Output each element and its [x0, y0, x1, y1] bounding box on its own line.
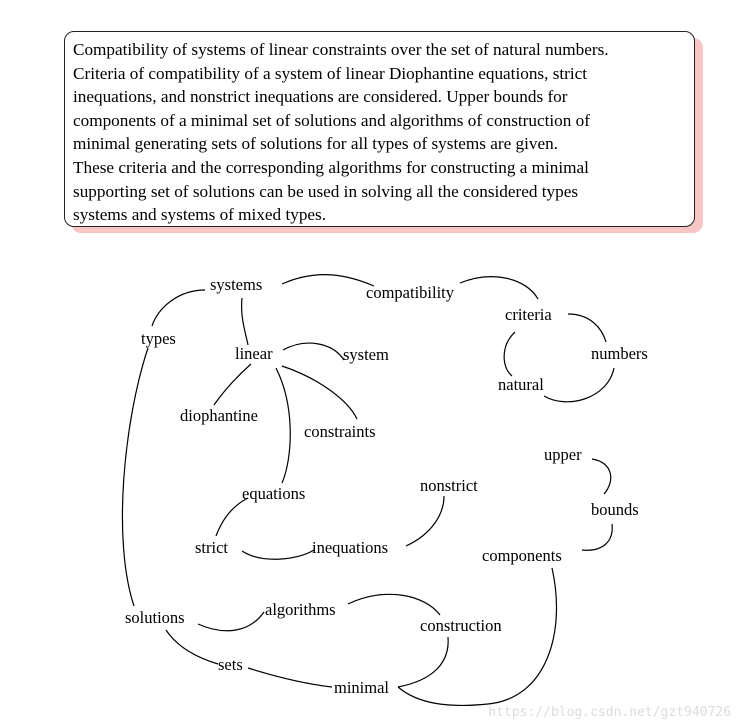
abstract-line: These criteria and the corresponding alg…: [73, 157, 589, 177]
node-systems: systems: [210, 275, 262, 294]
node-equations: equations: [242, 484, 305, 503]
node-solutions: solutions: [125, 608, 185, 627]
edges: [121, 274, 615, 706]
edge-natural-numbers: [543, 367, 615, 403]
node-types: types: [141, 329, 176, 348]
edge-criteria-natural: [503, 331, 516, 377]
edge-linear-diophantine: [213, 363, 252, 406]
node-upper: upper: [544, 445, 582, 464]
edge-inequations-nonstrict: [405, 495, 445, 547]
edge-sets-minimal: [247, 667, 333, 688]
abstract-box: Compatibility of systems of linear const…: [64, 31, 695, 227]
abstract-line: minimal generating sets of solutions for…: [73, 134, 558, 154]
edge-strict-inequations: [241, 549, 315, 560]
node-numbers: numbers: [591, 344, 648, 363]
node-compatibility: compatibility: [366, 283, 455, 302]
node-components: components: [482, 546, 562, 565]
edge-criteria-numbers: [567, 313, 607, 343]
edge-upper-bounds: [591, 458, 612, 495]
node-strict: strict: [195, 538, 228, 557]
abstract-line: components of a minimal set of solutions…: [73, 110, 590, 130]
edge-components-minimal: [397, 567, 558, 706]
node-inequations: inequations: [312, 538, 388, 557]
edge-equations-strict: [215, 497, 249, 537]
node-natural: natural: [498, 375, 544, 394]
edge-systems-linear: [241, 297, 249, 346]
node-algorithms: algorithms: [265, 600, 336, 619]
edge-systems-compatibility: [281, 274, 375, 287]
node-criteria: criteria: [505, 305, 552, 324]
nodes: systems compatibility criteria types lin…: [125, 275, 648, 697]
edge-algorithms-construction: [347, 593, 441, 616]
node-diophantine: diophantine: [180, 406, 258, 425]
abstract-line: systems and systems of mixed types.: [73, 205, 327, 225]
node-bounds: bounds: [591, 500, 639, 519]
edge-linear-equations: [275, 367, 291, 484]
node-system: system: [343, 345, 389, 364]
abstract-line: Criteria of compatibility of a system of…: [73, 63, 588, 83]
edge-linear-system: [282, 342, 345, 361]
edge-compatibility-criteria: [459, 276, 539, 300]
edge-solutions-algorithms: [197, 611, 265, 632]
abstract-line: Compatibility of systems of linear const…: [73, 40, 609, 59]
abstract-line: supporting set of solutions can be used …: [73, 181, 579, 201]
abstract-line: inequations, and nonstrict inequations a…: [73, 87, 568, 107]
node-sets: sets: [218, 655, 243, 674]
watermark: https://blog.csdn.net/gzt940726: [488, 705, 731, 720]
node-linear: linear: [235, 344, 273, 363]
node-nonstrict: nonstrict: [420, 476, 478, 495]
edge-types-solutions: [121, 347, 149, 607]
edge-construction-minimal: [397, 636, 449, 688]
node-minimal: minimal: [334, 678, 389, 697]
edge-solutions-sets: [165, 629, 219, 665]
edge-types-systems: [151, 289, 206, 327]
edge-linear-constraints: [281, 365, 358, 420]
node-constraints: constraints: [304, 422, 376, 441]
node-construction: construction: [420, 616, 502, 635]
edge-bounds-components: [581, 523, 613, 551]
